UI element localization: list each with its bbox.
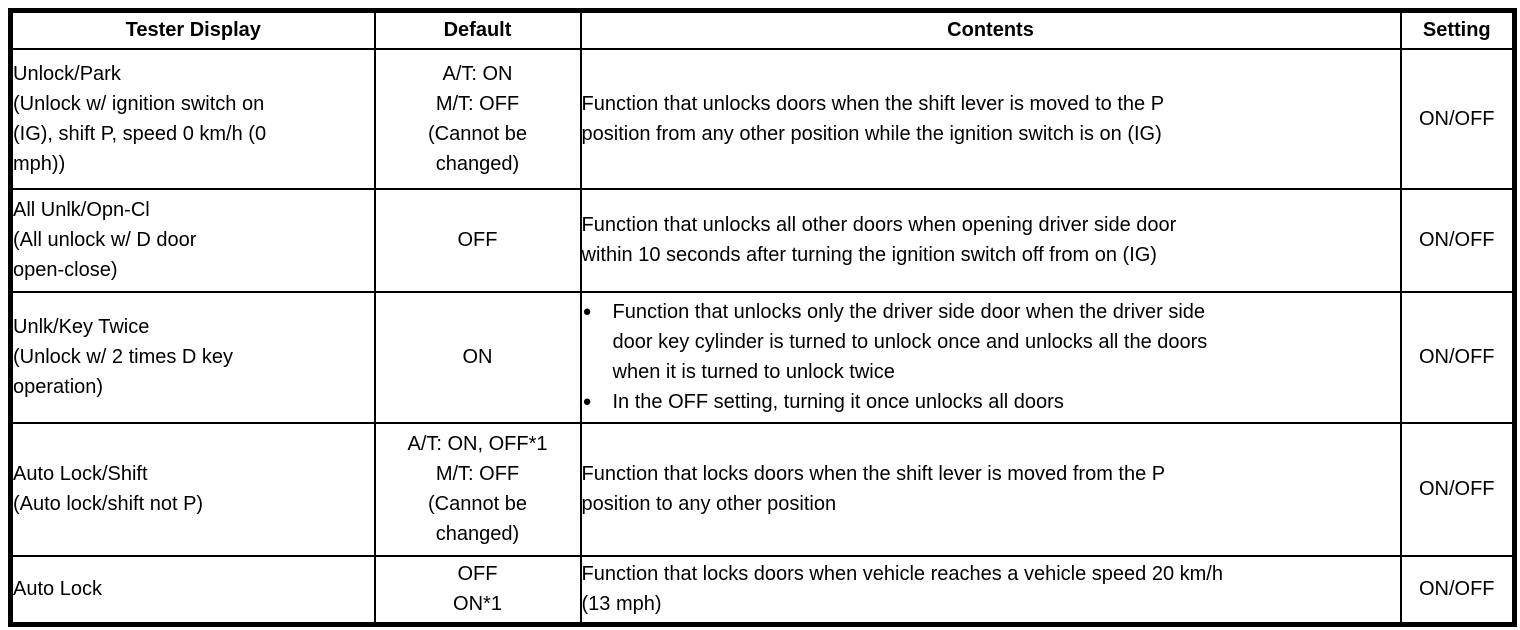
text-line: (All unlock w/ D door [13, 229, 197, 251]
text-line: A/T: ON, OFF*1 [407, 433, 548, 455]
text-line: All Unlk/Opn-Cl [13, 199, 150, 221]
setting-cell: ON/OFF [1399, 187, 1516, 293]
text-line: Auto Lock [13, 578, 102, 601]
text-line: Function that unlocks only the driver si… [612, 301, 1206, 323]
default-cell: OFF [373, 187, 582, 293]
text-line: ON*1 [453, 593, 502, 616]
column-header-default: Default [373, 9, 582, 50]
setting-cell: ON/OFF [1399, 290, 1516, 424]
text-line: door key cylinder is turned to unlock on… [612, 331, 1208, 353]
column-header-setting: Setting [1399, 9, 1516, 50]
table-row: Unlk/Key Twice (Unlock w/ 2 times D key op… [9, 290, 1516, 424]
bullet-icon: ● [582, 303, 592, 320]
tester-display-cell: Auto Lock/Shift (Auto lock/shift not P) [9, 421, 376, 557]
text-line: changed) [435, 523, 520, 545]
table-row: All Unlk/Opn-Cl (All unlock w/ D door open… [9, 187, 1516, 293]
text-line: (Unlock w/ ignition switch on [13, 92, 265, 115]
text-line: OFF [457, 229, 498, 251]
text-line: (Cannot be [428, 493, 527, 515]
text-line: Function that unlocks all other doors wh… [581, 214, 1177, 236]
text-line: (Unlock w/ 2 times D key [13, 346, 234, 368]
contents-cell: Function that unlocks all other doors wh… [579, 187, 1402, 293]
table-row: Unlock/Park (Unlock w/ ignition switch on… [9, 47, 1516, 190]
text-line: In the OFF setting, turning it once unlo… [612, 391, 1064, 413]
column-header-tester-display: Tester Display [9, 9, 376, 50]
contents-cell: Function that locks doors when vehicle r… [579, 554, 1402, 626]
table-header-row: Tester Display Default Contents Setting [9, 9, 1516, 50]
text-line: ON [462, 346, 493, 368]
text-line: (IG), shift P, speed 0 km/h (0 [13, 122, 267, 145]
default-cell: OFF ON*1 [373, 554, 582, 626]
table-row: Auto Lock OFF ON*1 Function that locks door… [9, 554, 1516, 626]
default-cell: A/T: ON M/T: OFF (Cannot be changed) [373, 47, 582, 190]
text-line: Function that locks doors when the shift… [581, 463, 1166, 485]
bullet-list-item: ● Function that unlocks only the driver s… [582, 297, 1399, 387]
text-line: Auto Lock/Shift [13, 463, 148, 485]
bullet-list-item: ● In the OFF setting, turning it once unl… [582, 387, 1399, 417]
column-header-contents: Contents [579, 9, 1402, 50]
default-cell: ON [373, 290, 582, 424]
text-line: open-close) [13, 259, 118, 281]
tester-display-cell: All Unlk/Opn-Cl (All unlock w/ D door open… [9, 187, 376, 293]
text-line: within 10 seconds after turning the igni… [581, 244, 1157, 266]
text-line: OFF [457, 563, 498, 586]
text-line: (Auto lock/shift not P) [13, 493, 204, 515]
tester-display-cell: Auto Lock [9, 554, 376, 626]
text-line: (13 mph) [581, 593, 662, 616]
bullet-text: In the OFF setting, turning it once unlo… [612, 387, 1399, 417]
text-line: A/T: ON [442, 62, 513, 85]
setting-cell: ON/OFF [1399, 554, 1516, 626]
text-line: Unlock/Park [13, 62, 121, 85]
settings-table: Tester Display Default Contents Setting … [8, 8, 1517, 627]
text-line: when it is turned to unlock twice [612, 361, 895, 383]
contents-cell: Function that locks doors when the shift… [579, 421, 1402, 557]
text-line: position from any other position while t… [581, 122, 1162, 145]
text-line: M/T: OFF [435, 92, 520, 115]
tester-display-cell: Unlock/Park (Unlock w/ ignition switch on… [9, 47, 376, 190]
text-line: (Cannot be [428, 122, 527, 145]
tester-display-cell: Unlk/Key Twice (Unlock w/ 2 times D key op… [9, 290, 376, 424]
text-line: operation) [13, 376, 104, 398]
text-line: Function that locks doors when vehicle r… [581, 563, 1223, 586]
bullet-text: Function that unlocks only the driver si… [612, 297, 1399, 387]
table-row: Auto Lock/Shift (Auto lock/shift not P) A/… [9, 421, 1516, 557]
text-line: changed) [435, 152, 520, 175]
setting-cell: ON/OFF [1399, 47, 1516, 190]
text-line: position to any other position [581, 493, 837, 515]
text-line: Function that unlocks doors when the shi… [581, 92, 1165, 115]
text-line: M/T: OFF [435, 463, 520, 485]
text-line: mph)) [13, 152, 66, 175]
setting-cell: ON/OFF [1399, 421, 1516, 557]
text-line: Unlk/Key Twice [13, 316, 150, 338]
contents-cell: Function that unlocks doors when the shi… [579, 47, 1402, 190]
table-body: Unlock/Park (Unlock w/ ignition switch on… [9, 47, 1516, 626]
bullet-icon: ● [582, 393, 592, 410]
contents-cell: ● Function that unlocks only the driver s… [579, 290, 1402, 424]
